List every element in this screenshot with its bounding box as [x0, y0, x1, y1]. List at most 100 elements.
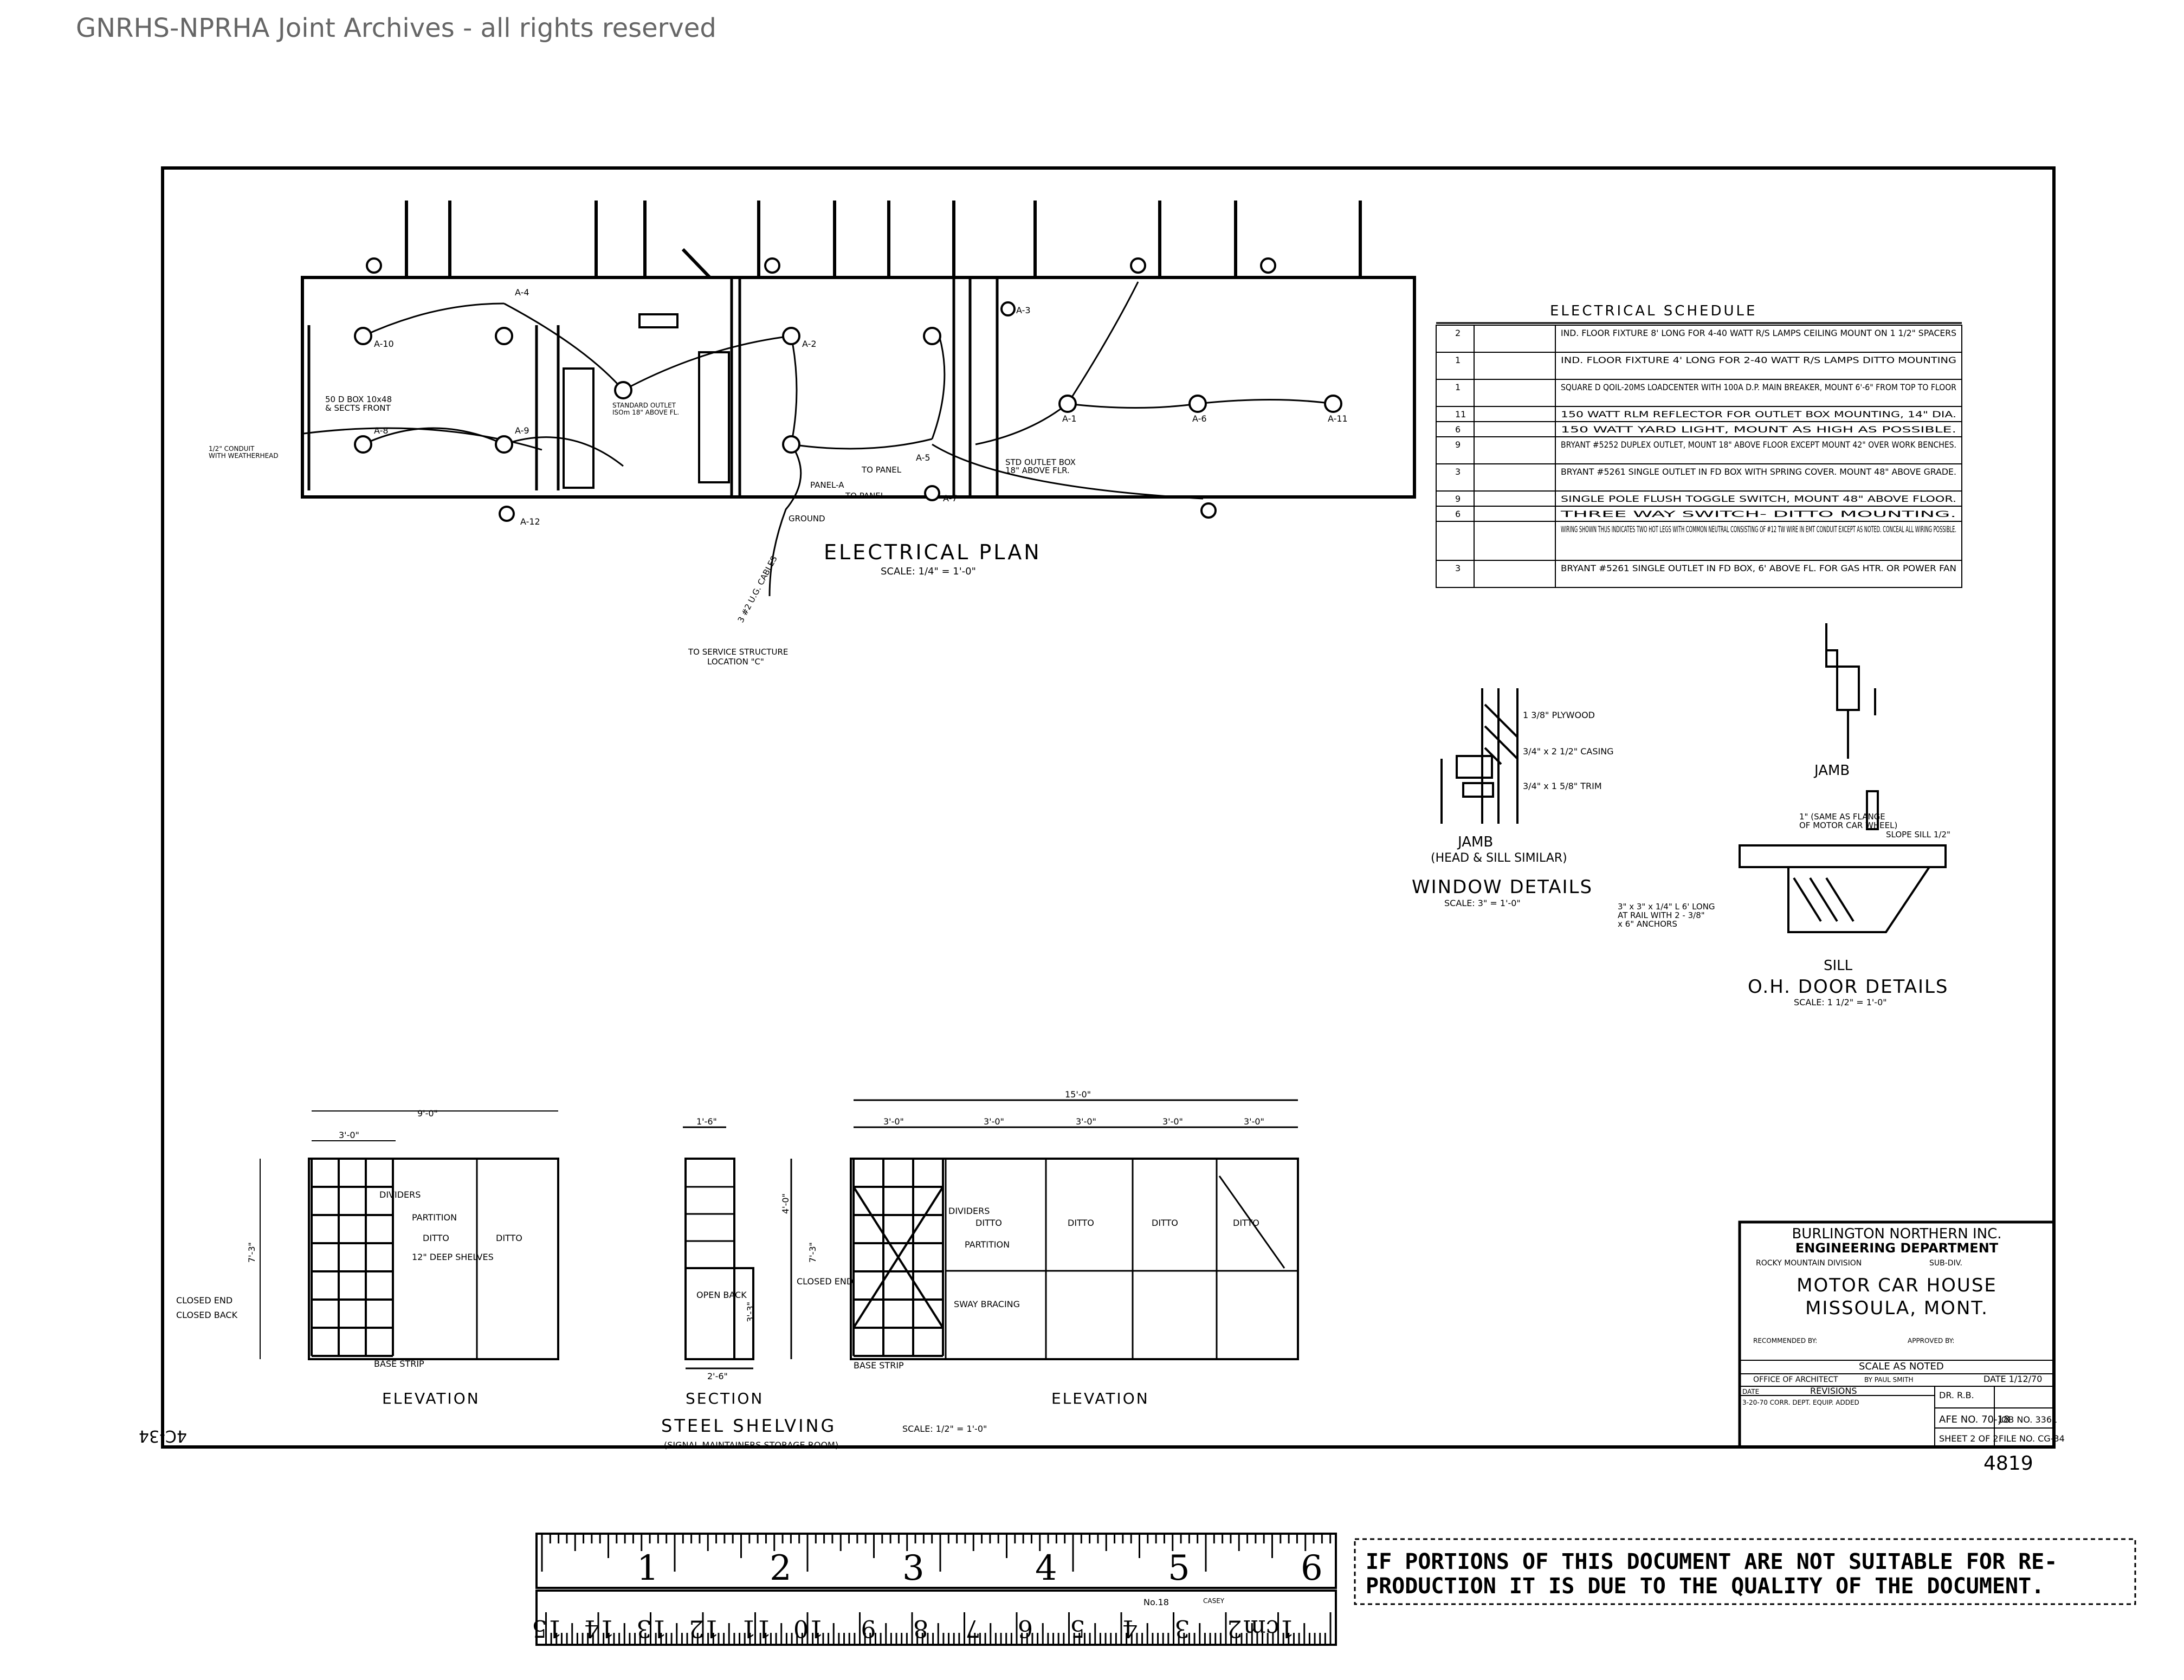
door-details: JAMB 1" (SAME AS FLANGE OF MOTOR CAR WHE…	[1618, 623, 1950, 1007]
drawn-by: BY PAUL SMITH	[1864, 1376, 1914, 1384]
subdivision-label: SUB-DIV.	[1929, 1259, 1962, 1268]
title-block: BURLINGTON NORTHERN INC. ENGINEERING DEP…	[1738, 1220, 2065, 1449]
shelf-label: SWAY BRACING	[954, 1299, 1020, 1309]
right-elevation: 15'-0" 3'-0" 3'-0" 3'-0" 3'-0" 3'-0" DIV…	[850, 1089, 1299, 1407]
dimension: 9'-0"	[417, 1108, 438, 1119]
schedule-qty: 9	[1455, 440, 1461, 450]
shelf-label: 12" DEEP SHELVES	[412, 1252, 494, 1262]
ruler-cm-label: 11	[741, 1614, 772, 1642]
electrical-plan: A-10 A-4 A-8 A-9 A-2 A-7 A-5 A-1 A-3 A-6…	[209, 201, 1416, 667]
ruler-model: No.18	[1143, 1597, 1169, 1607]
light-fixtures	[354, 257, 1342, 522]
ruler-cm-label: 14	[584, 1614, 615, 1642]
wiring	[303, 281, 1334, 597]
plan-note: TO PANEL	[845, 491, 886, 501]
fixture-block	[638, 313, 679, 328]
schedule-desc: BRYANT #5261 SINGLE OUTLET IN FD BOX, 6'…	[1561, 563, 1956, 573]
circuit-label: A-1	[1062, 413, 1077, 424]
afe-number: AFE NO. 70-18	[1939, 1414, 2009, 1425]
dimension: 2'-6"	[707, 1371, 728, 1381]
schedule-qty: 2	[1455, 328, 1461, 338]
section-title: SECTION	[686, 1390, 764, 1407]
schedule-desc: SINGLE POLE FLUSH TOGGLE SWITCH, MOUNT 4…	[1561, 494, 1956, 504]
shelf-label: DITTO	[1152, 1218, 1178, 1228]
service-note: LOCATION "C"	[707, 657, 764, 667]
ruler-cm-label: 5	[1070, 1614, 1085, 1642]
dimension: 1'-6"	[696, 1116, 717, 1127]
sheet-number: SHEET 2 OF 2	[1939, 1433, 1999, 1444]
window-note: 3/4" x 1 5/8" TRIM	[1523, 781, 1602, 791]
ruler-cm-label: 4	[1122, 1614, 1138, 1642]
schedule-qty: 9	[1455, 494, 1461, 504]
ruler-inch-label: 1	[637, 1548, 659, 1588]
archive-watermark: GNRHS-NPRHA Joint Archives - all rights …	[76, 13, 716, 43]
revision-entry: 3-20-70 CORR. DEPT. EQUIP. ADDED	[1742, 1399, 1859, 1406]
plan-note: STANDARD OUTLET	[612, 402, 676, 409]
circuit-label: A-7	[943, 493, 958, 503]
margin-note: 4C-34	[139, 1426, 187, 1445]
schedule-desc: 150 WATT RLM REFLECTOR FOR OUTLET BOX MO…	[1561, 409, 1956, 419]
project-name: MOTOR CAR HOUSE	[1797, 1275, 1997, 1296]
plan-note: TO PANEL	[861, 465, 902, 475]
schedule-desc: SQUARE D QOIL-20MS LOADCENTER WITH 100A …	[1561, 382, 1956, 392]
schedule-desc: 150 WATT YARD LIGHT, MOUNT AS HIGH AS PO…	[1561, 424, 1956, 435]
dimension: 3'-0"	[883, 1116, 904, 1127]
window-details-scale: SCALE: 3" = 1'-0"	[1444, 898, 1521, 908]
circuit-label: A-10	[374, 339, 394, 349]
plan-note: 1/2" CONDUIT	[209, 445, 255, 453]
schedule-qty: 6	[1455, 424, 1461, 435]
window-similar-label: (HEAD & SILL SIMILAR)	[1431, 851, 1567, 865]
circuit-label: A-8	[374, 425, 389, 436]
department-name: ENGINEERING DEPARTMENT	[1795, 1240, 1999, 1256]
right-elevation-title: ELEVATION	[1051, 1390, 1149, 1407]
equipment-box-2	[698, 351, 730, 483]
schedule-qty: 11	[1455, 409, 1466, 419]
circuit-labels: A-10 A-4 A-8 A-9 A-2 A-7 A-5 A-1 A-3 A-6…	[374, 287, 1348, 527]
project-location: MISSOULA, MONT.	[1805, 1297, 1988, 1319]
drawn-initials: DR. R.B.	[1939, 1390, 1974, 1400]
electrical-plan-scale: SCALE: 1/4" = 1'-0"	[881, 566, 976, 577]
shelf-label: DITTO	[1233, 1218, 1259, 1228]
ruler-cm-label: 15	[532, 1614, 563, 1642]
shelf-label: DITTO	[423, 1233, 449, 1243]
schedule-desc: IND. FLOOR FIXTURE 4' LONG FOR 2-40 WATT…	[1561, 355, 1956, 365]
door-note: x 6" ANCHORS	[1618, 919, 1677, 929]
recommended-label: RECOMMENDED BY:	[1753, 1337, 1817, 1345]
shelf-label: PARTITION	[965, 1239, 1010, 1250]
dimension: 7'-3"	[247, 1242, 257, 1263]
door-note: SLOPE SILL 1/2"	[1886, 830, 1950, 839]
revisions-header: REVISIONS	[1810, 1386, 1857, 1396]
door-sill-label: SILL	[1824, 958, 1853, 974]
circuit-label: A-3	[1016, 305, 1031, 315]
circuit-label: A-9	[515, 425, 529, 436]
window-note: 3/4" x 2 1/2" CASING	[1523, 746, 1614, 757]
shelf-label: CLOSED END	[176, 1295, 232, 1306]
window-jamb-label: JAMB	[1457, 834, 1493, 850]
ruler-cm-label: 1cm	[1243, 1614, 1294, 1642]
electrical-plan-title: ELECTRICAL PLAN	[824, 540, 1042, 564]
plan-note: WITH WEATHERHEAD	[209, 452, 279, 460]
notice-line-1: IF PORTIONS OF THIS DOCUMENT ARE NOT SUI…	[1366, 1549, 2057, 1574]
circuit-label: A-5	[916, 453, 931, 463]
plan-note: 50 D BOX 10x48	[325, 395, 392, 404]
circuit-label: A-12	[520, 516, 540, 527]
door-note: 1" (SAME AS FLANGE	[1799, 812, 1885, 822]
dimension: 3'-0"	[984, 1116, 1004, 1127]
file-number: FILE NO. CG-34	[1999, 1433, 2065, 1444]
ruler-maker: CASEY	[1203, 1597, 1225, 1605]
approved-label: APPROVED BY:	[1908, 1337, 1954, 1345]
division-name: ROCKY MOUNTAIN DIVISION	[1756, 1259, 1862, 1268]
section-label: OPEN BACK	[696, 1290, 747, 1300]
office-label: OFFICE OF ARCHITECT	[1753, 1375, 1838, 1384]
door-openings	[405, 201, 1362, 279]
shelf-label: PARTITION	[412, 1212, 457, 1223]
circuit-label: A-11	[1328, 413, 1348, 424]
ruler-cm-label: 8	[913, 1614, 928, 1642]
sheet-border	[161, 166, 2056, 1449]
left-elevation-title: ELEVATION	[382, 1390, 480, 1407]
steel-shelving-scale: SCALE: 1/2" = 1'-0"	[902, 1424, 987, 1434]
revision-date-header: DATE	[1742, 1388, 1759, 1395]
steel-shelving-title: STEEL SHELVING	[661, 1416, 836, 1436]
schedule-desc: IND. FLOOR FIXTURE 8' LONG FOR 4-40 WATT…	[1561, 328, 1956, 338]
